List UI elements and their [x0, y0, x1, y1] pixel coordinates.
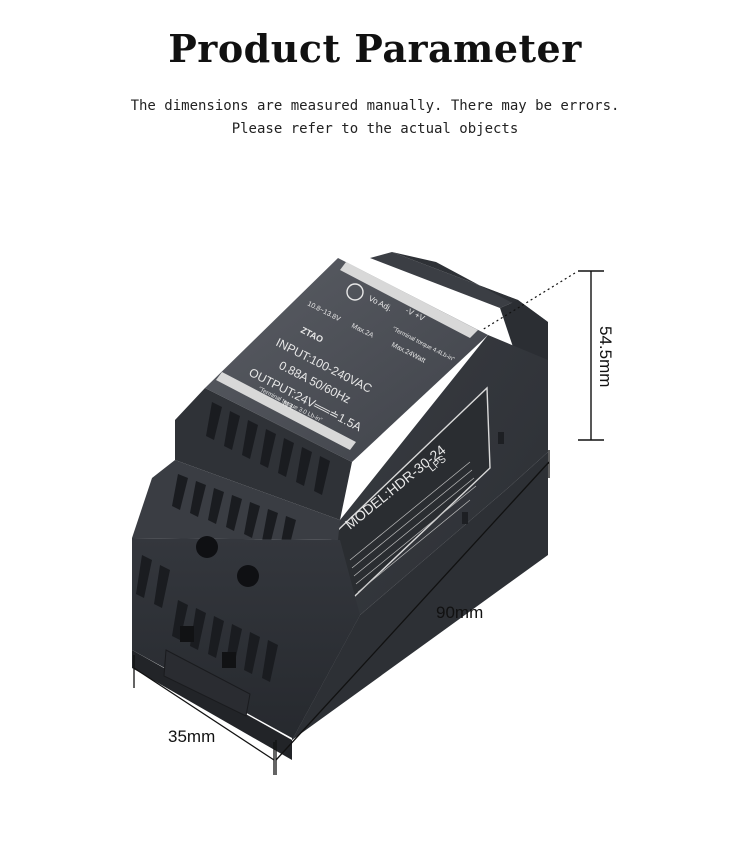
- side-fine-print: [349, 461, 477, 593]
- lower-front-face: [132, 538, 360, 740]
- din-clip: [163, 649, 251, 717]
- length-dimension: [275, 450, 550, 775]
- width-dimension-label: 35mm: [168, 727, 215, 746]
- width-dimension: [133, 655, 275, 775]
- disclaimer-line-1: The dimensions are measured manually. Th…: [130, 98, 620, 114]
- rail-tabs: [370, 252, 548, 372]
- clip-slot: [180, 626, 194, 642]
- length-dimension-label: 90mm: [436, 603, 483, 622]
- height-dimension-label: 54.5mm: [596, 326, 615, 387]
- vo-adjust-knob: [346, 283, 364, 301]
- side-slot: [498, 432, 504, 444]
- disclaimer-line-2: Please refer to the actual objects: [231, 121, 519, 137]
- terminal-screw-hole: [196, 536, 218, 558]
- page-title: Product Parameter: [168, 26, 582, 71]
- side-slot: [462, 512, 468, 524]
- upper-vents: [206, 402, 330, 495]
- terminal-screw-hole: [237, 565, 259, 587]
- middle-vents: [172, 474, 296, 552]
- clip-slot: [222, 652, 236, 668]
- height-dimension: [481, 270, 604, 441]
